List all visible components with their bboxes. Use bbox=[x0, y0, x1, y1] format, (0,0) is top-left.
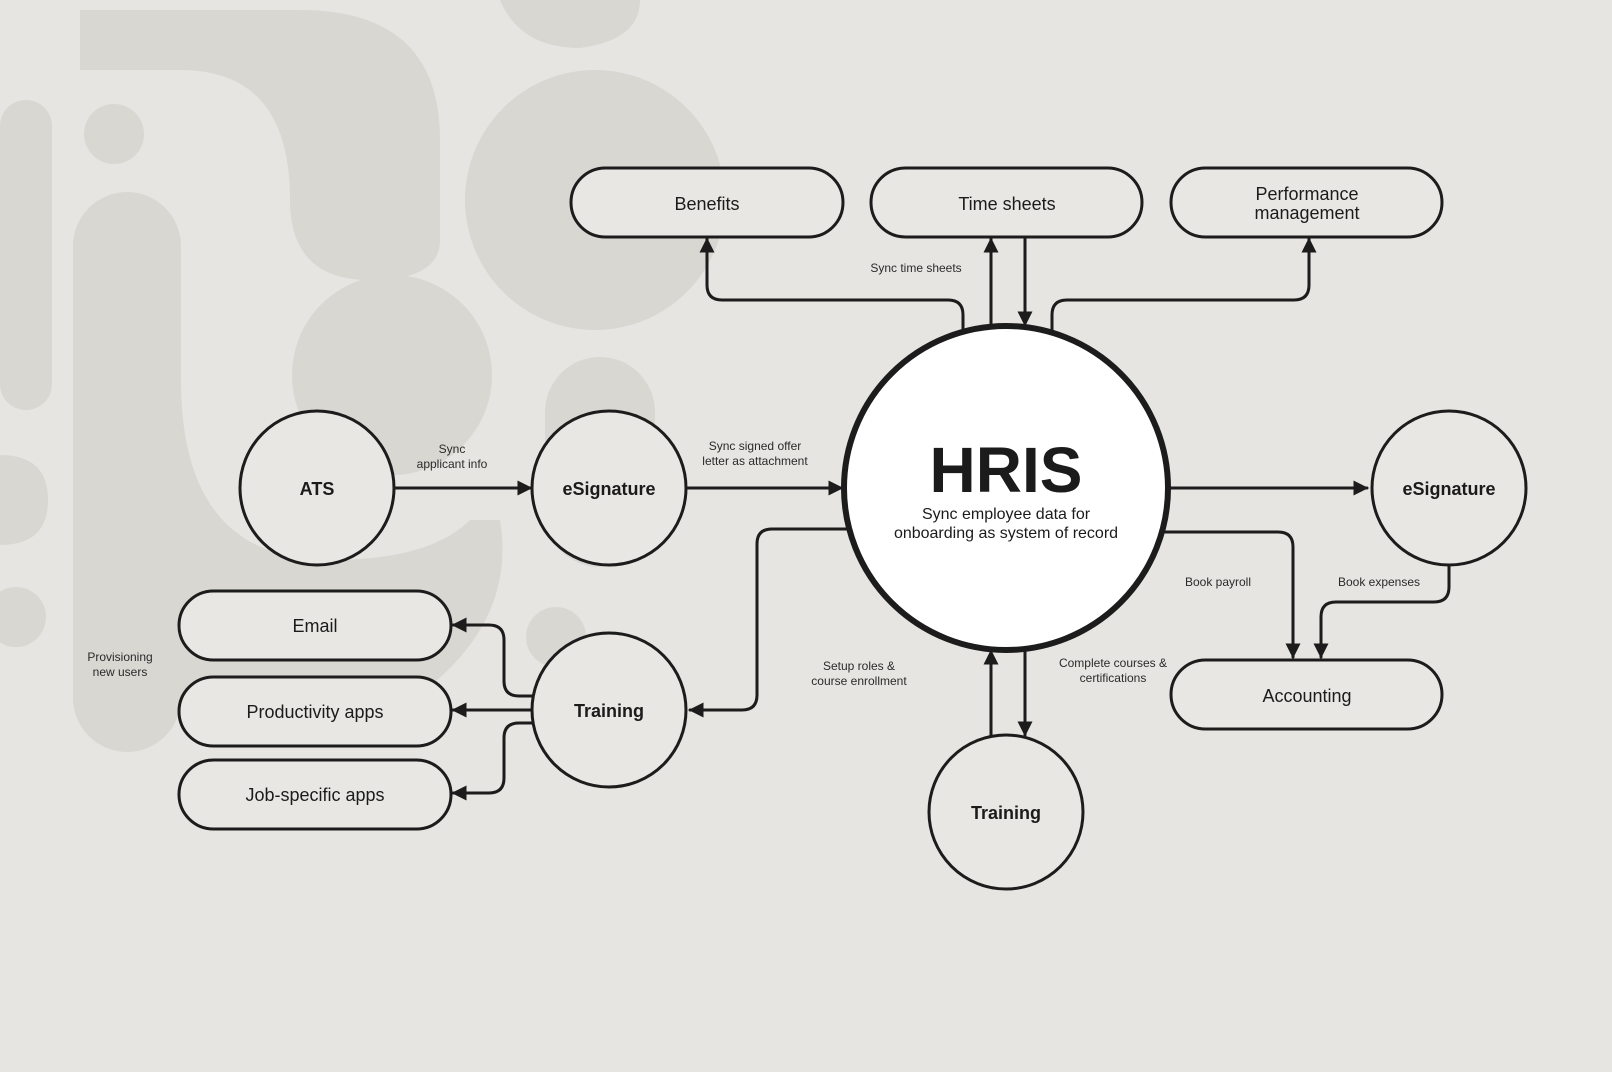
node-productivity-apps: Productivity apps bbox=[177, 675, 453, 748]
node-accounting: Accounting bbox=[1169, 658, 1444, 731]
label-setup-roles-line1: Setup roles & bbox=[823, 659, 895, 673]
node-esignature-right: eSignature bbox=[1370, 409, 1528, 567]
label-provisioning-line1: Provisioning bbox=[87, 650, 152, 664]
label-book-expenses: Book expenses bbox=[1338, 575, 1420, 589]
label-sync-applicant-line1: Sync bbox=[439, 442, 466, 456]
ats-label: ATS bbox=[300, 479, 335, 499]
edge-hris-training-left bbox=[688, 527, 850, 718]
esignature-right-label: eSignature bbox=[1402, 479, 1495, 499]
time-sheets-label: Time sheets bbox=[958, 194, 1055, 214]
node-training-bottom: Training bbox=[927, 733, 1085, 891]
hris-subtitle-line1: Sync employee data for bbox=[922, 506, 1091, 523]
productivity-apps-label: Productivity apps bbox=[246, 702, 383, 722]
edge-hris-performance bbox=[1050, 237, 1317, 332]
connectors bbox=[394, 237, 1451, 801]
email-label: Email bbox=[292, 616, 337, 636]
node-time-sheets: Time sheets bbox=[869, 166, 1144, 239]
label-setup-roles-line2: course enrollment bbox=[811, 674, 907, 688]
node-benefits: Benefits bbox=[569, 166, 845, 239]
hris-subtitle-line2: onboarding as system of record bbox=[894, 525, 1118, 542]
edge-labels: Sync time sheets Sync applicant info Syn… bbox=[87, 261, 1420, 688]
benefits-label: Benefits bbox=[674, 194, 739, 214]
node-training-left: Training bbox=[530, 631, 688, 789]
edge-training-jobapps bbox=[451, 721, 534, 801]
performance-label-line2: management bbox=[1254, 203, 1359, 223]
accounting-label: Accounting bbox=[1262, 686, 1351, 706]
edge-esignature-accounting bbox=[1313, 565, 1451, 659]
label-sync-time-sheets: Sync time sheets bbox=[870, 261, 961, 275]
label-sync-offer-line2: letter as attachment bbox=[702, 454, 808, 468]
node-email: Email bbox=[177, 589, 453, 662]
label-book-payroll: Book payroll bbox=[1185, 575, 1251, 589]
node-job-specific-apps: Job-specific apps bbox=[177, 758, 453, 831]
node-performance-management: Performance management bbox=[1169, 166, 1444, 239]
job-specific-apps-label: Job-specific apps bbox=[245, 785, 384, 805]
label-sync-offer-line1: Sync signed offer bbox=[709, 439, 802, 453]
esignature-left-label: eSignature bbox=[562, 479, 655, 499]
edge-hris-accounting bbox=[1163, 530, 1301, 659]
hris-title: HRIS bbox=[930, 434, 1083, 506]
node-esignature-left: eSignature bbox=[530, 409, 688, 567]
label-sync-applicant-line2: applicant info bbox=[417, 457, 488, 471]
training-bottom-label: Training bbox=[971, 803, 1041, 823]
performance-label-line1: Performance bbox=[1255, 184, 1358, 204]
label-complete-courses-line2: certifications bbox=[1080, 671, 1147, 685]
label-provisioning-line2: new users bbox=[93, 665, 148, 679]
node-ats: ATS bbox=[238, 409, 396, 567]
edge-training-email bbox=[451, 617, 534, 698]
label-complete-courses-line1: Complete courses & bbox=[1059, 656, 1167, 670]
training-left-label: Training bbox=[574, 701, 644, 721]
node-hris-hub: HRIS Sync employee data for onboarding a… bbox=[841, 323, 1171, 653]
edge-hris-benefits bbox=[699, 237, 965, 332]
